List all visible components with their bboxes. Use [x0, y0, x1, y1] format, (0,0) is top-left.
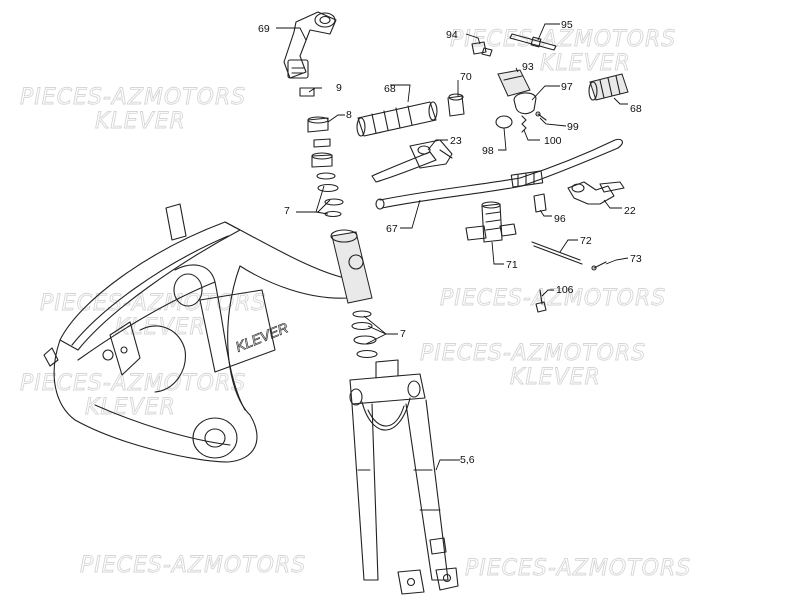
callout-7-lower: 7 [400, 328, 406, 340]
twist-shifter-71 [465, 201, 517, 243]
watermark-mid-left-sub: KLEVER [115, 315, 206, 340]
watermark-bottom-left: PIECES-AZMOTORS [80, 553, 306, 578]
suspension-fork [349, 359, 459, 595]
watermark-bottom-right: PIECES-AZMOTORS [465, 556, 691, 581]
bike-frame: KLEVER [43, 203, 373, 463]
callout-labels: 69 9 8 68 70 94 95 93 97 68 99 100 98 23… [258, 19, 642, 466]
watermark-top-left-sub: KLEVER [95, 109, 186, 134]
grip-right [588, 73, 629, 101]
watermark-left-2: PIECES-AZMOTORS [20, 371, 246, 396]
callout-72: 72 [580, 235, 592, 247]
shifter-right [567, 181, 625, 205]
callout-99: 99 [567, 121, 579, 133]
callout-100: 100 [544, 135, 562, 147]
grip-left [356, 101, 438, 137]
callout-68-left-grip: 68 [384, 83, 396, 95]
frame-brand-logo: KLEVER [233, 319, 290, 355]
callout-22: 22 [624, 205, 636, 217]
watermark-group: PIECES-AZMOTORS KLEVER PIECES-AZMOTORS K… [20, 27, 691, 582]
bolt-95 [509, 33, 557, 51]
callout-69: 69 [258, 23, 270, 35]
watermark-top-right: PIECES-AZMOTORS [450, 27, 676, 52]
clamp-97 [513, 92, 537, 115]
callout-9: 9 [336, 82, 342, 94]
stem-headset-stack [283, 11, 378, 359]
callout-70: 70 [460, 71, 472, 83]
callout-71: 71 [506, 259, 518, 271]
ring-98 [495, 115, 513, 129]
watermark-top-left: PIECES-AZMOTORS [20, 85, 246, 110]
brake-lever-left [371, 139, 453, 183]
callout-94: 94 [446, 29, 458, 41]
callout-8: 8 [346, 109, 352, 121]
watermark-top-right-sub: KLEVER [540, 51, 631, 76]
spring-100 [521, 115, 527, 133]
watermark-right-2: PIECES-AZMOTORS [420, 341, 646, 366]
callout-7-upper: 7 [284, 205, 290, 217]
screw-99 [535, 111, 547, 121]
barrel-96 [533, 193, 547, 213]
callout-106: 106 [556, 284, 574, 296]
callout-73: 73 [630, 253, 642, 265]
callout-23: 23 [450, 135, 462, 147]
bolt-106 [535, 289, 547, 313]
shifter-housing-93 [497, 69, 531, 97]
callout-97: 97 [561, 81, 573, 93]
bar-end-plug [447, 93, 465, 117]
callout-96: 96 [554, 213, 566, 225]
callout-68-right-grip: 68 [630, 103, 642, 115]
watermark-right-2-sub: KLEVER [510, 365, 601, 390]
callout-98: 98 [482, 145, 494, 157]
callout-93: 93 [522, 61, 534, 73]
watermark-left-2-sub: KLEVER [85, 395, 176, 420]
cable-end-73 [591, 261, 607, 271]
leader-lines [276, 23, 629, 471]
cable-72 [531, 241, 583, 265]
callout-5-6: 5,6 [460, 454, 475, 466]
handlebar [375, 138, 623, 210]
callout-95: 95 [561, 19, 573, 31]
callout-67: 67 [386, 223, 398, 235]
